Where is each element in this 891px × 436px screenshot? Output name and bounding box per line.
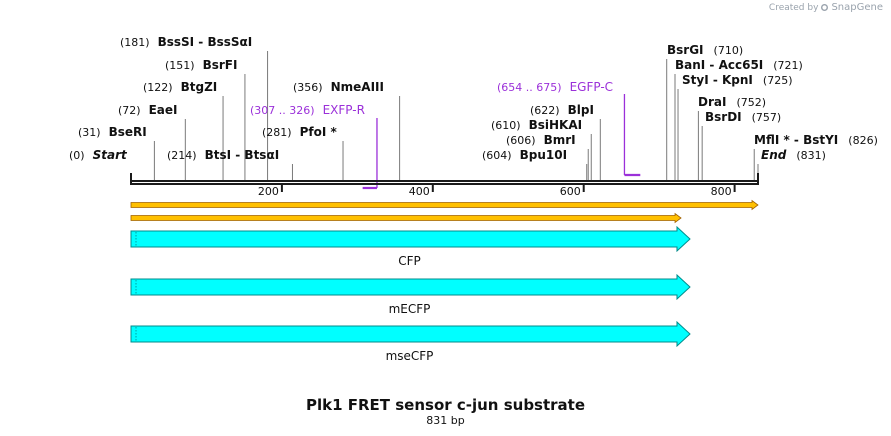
primer-range: (654 .. 675) — [497, 81, 562, 94]
site-position: (0) — [69, 149, 85, 162]
site-label-bseri: (31) BseRI — [78, 125, 147, 139]
site-position: (725) — [763, 74, 793, 87]
site-position: (604) — [482, 149, 512, 162]
feature-arrow-cfp — [130, 225, 691, 253]
site-position: (72) — [118, 104, 141, 117]
site-label-eaei: (72) EaeI — [118, 103, 178, 117]
site-position: (710) — [714, 44, 744, 57]
site-leader-lines — [153, 51, 759, 181]
site-name: BanI - Acc65I — [675, 58, 763, 72]
site-label-bpu10i: (604) Bpu10I — [482, 148, 567, 162]
feature-label-msecfp: mseCFP — [386, 349, 434, 363]
site-position: (752) — [736, 96, 766, 109]
site-position: (610) — [491, 119, 521, 132]
site-name: PfoI * — [300, 125, 338, 139]
site-label-end: End (831) — [761, 148, 826, 162]
feature-label-cfp: CFP — [398, 254, 421, 268]
site-label-pfoi: (281) PfoI * — [262, 125, 337, 139]
snapgene-credit: Created by SnapGene — [769, 2, 883, 13]
site-name: BmrI — [544, 133, 576, 147]
site-label-blpi: (622) BlpI — [530, 103, 594, 117]
map-size-label: 831 bp — [426, 414, 465, 427]
site-labels: (0) Start (31) BseRI (72) EaeI (122) BtgZI (151)… — [69, 35, 878, 162]
primer-label-exfp-r: (307 .. 326) EXFP-R — [250, 103, 365, 117]
site-name: Start — [93, 148, 128, 162]
site-position: (151) — [165, 59, 195, 72]
site-name: BseRI — [109, 125, 147, 139]
site-name: MflI * - BstYI — [754, 133, 838, 147]
dna-backbone — [130, 173, 759, 185]
site-position: (214) — [167, 149, 197, 162]
feature-label-mecfp: mECFP — [389, 302, 431, 316]
site-position: (721) — [773, 59, 803, 72]
primer-name: EXFP-R — [323, 103, 365, 117]
feature-arrow-start-msecfp — [130, 325, 137, 343]
credit-brand: SnapGene — [831, 2, 883, 13]
site-label-bsrfi: (151) BsrFI — [165, 58, 237, 72]
site-position: (181) — [120, 36, 150, 49]
bp-ruler: 200 400 600 800 — [258, 184, 736, 198]
site-name: StyI - KpnI — [682, 73, 753, 87]
site-name: BtsI - BtsαI — [205, 148, 280, 162]
snapgene-logo-icon — [821, 4, 829, 11]
credit-prefix: Created by — [768, 2, 819, 13]
site-name: BsrFI — [203, 58, 238, 72]
orf-arrow-orf-2 — [130, 212, 682, 224]
site-position: (122) — [143, 81, 173, 94]
site-position: (281) — [262, 126, 292, 139]
site-label-styi: StyI - KpnI (725) — [682, 73, 793, 87]
site-label-start: (0) Start — [69, 148, 128, 162]
site-name: BsrGI — [667, 43, 704, 57]
primer-label-egfp-c: (654 .. 675) EGFP-C — [497, 80, 613, 94]
site-label-bsrgi: BsrGI (710) — [667, 43, 743, 57]
site-name: BlpI — [568, 103, 594, 117]
site-label-nmeaiii: (356) NmeAIII — [293, 80, 384, 94]
site-position: (622) — [530, 104, 560, 117]
site-name: BsiHKAI — [529, 118, 583, 132]
site-name: BssSI - BssSαI — [158, 35, 253, 49]
site-name: Bpu10I — [520, 148, 567, 162]
primer-name: EGFP-C — [570, 80, 613, 94]
orf-arrow-orf-1 — [130, 199, 759, 211]
site-position: (606) — [506, 134, 536, 147]
site-label-btgzi: (122) BtgZI — [143, 80, 217, 94]
site-label-bmri: (606) BmrI — [506, 133, 576, 147]
feature-arrow-start-cfp — [130, 230, 137, 248]
tick-label-200: 200 — [258, 185, 279, 198]
primer-layer: (307 .. 326) EXFP-R (654 .. 675) EGFP-C — [250, 80, 641, 190]
feature-layer: CFP mECFP mseCFP — [130, 225, 691, 363]
site-position: (356) — [293, 81, 323, 94]
site-label-bsihkai: (610) BsiHKAI — [491, 118, 582, 132]
feature-arrow-msecfp — [130, 320, 691, 348]
site-name: BsrDI — [705, 110, 742, 124]
tick-label-400: 400 — [409, 185, 430, 198]
site-name: EaeI — [149, 103, 178, 117]
feature-arrow-start-mecfp — [130, 278, 137, 296]
orf-layer — [130, 199, 759, 224]
map-title: Plk1 FRET sensor c-jun substrate — [305, 396, 586, 414]
tick-label-800: 800 — [711, 185, 732, 198]
site-name: BtgZI — [181, 80, 218, 94]
feature-arrow-mecfp — [130, 273, 691, 301]
site-position: (826) — [848, 134, 878, 147]
primer-range: (307 .. 326) — [250, 104, 315, 117]
site-label-bsssi: (181) BssSI - BssSαI — [120, 35, 252, 49]
site-name: NmeAIII — [331, 80, 384, 94]
site-label-bsrdi: BsrDI (757) — [705, 110, 781, 124]
site-position: (831) — [796, 149, 826, 162]
site-label-btsi: (214) BtsI - BtsαI — [167, 148, 279, 162]
site-label-drai: DraI (752) — [698, 95, 766, 109]
site-name: End — [761, 148, 787, 162]
site-position: (757) — [752, 111, 782, 124]
site-label-mfli: MflI * - BstYI (826) — [754, 133, 878, 147]
site-position: (31) — [78, 126, 101, 139]
tick-label-600: 600 — [560, 185, 581, 198]
site-label-bani: BanI - Acc65I (721) — [675, 58, 803, 72]
site-name: DraI — [698, 95, 726, 109]
